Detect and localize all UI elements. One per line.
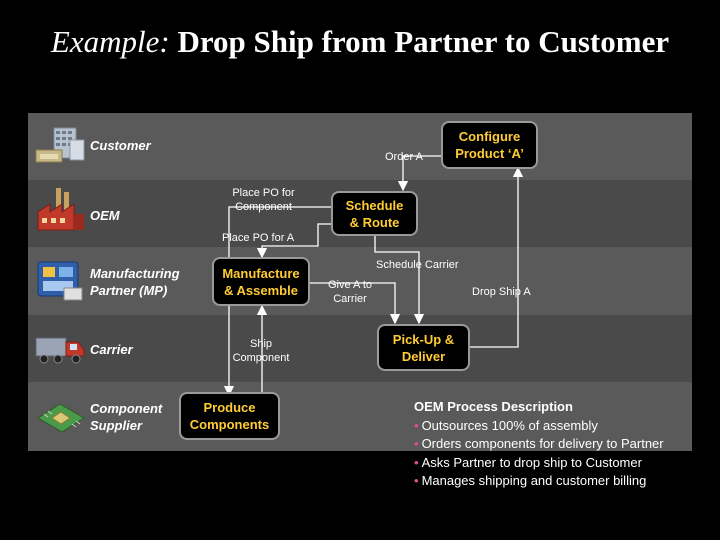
manufacturing-icon <box>37 261 83 301</box>
configure-product-box: Configure Product ‘A’ <box>441 121 538 169</box>
label-give-a: Give A to Carrier <box>327 279 373 305</box>
lane-carrier <box>28 315 692 382</box>
produce-components-box: Produce Components <box>179 392 280 440</box>
connector-po-component <box>223 206 331 397</box>
process-description: OEM Process Description •Outsources 100%… <box>414 398 664 491</box>
connector-give-a <box>310 282 401 325</box>
bullet-icon: • <box>414 417 419 433</box>
description-bullet: •Asks Partner to drop ship to Customer <box>414 454 642 470</box>
connector-drop-ship <box>470 166 524 348</box>
label-schedule-carrier: Schedule Carrier <box>376 259 459 271</box>
bullet-icon: • <box>414 473 419 488</box>
factory-icon <box>37 188 84 231</box>
slide-title: Example: Drop Ship from Partner to Custo… <box>0 24 720 60</box>
connector-order-a <box>397 155 441 192</box>
lane-component-supplier <box>28 382 692 451</box>
lane-label-carrier: Carrier <box>90 342 133 357</box>
lane-manufacturing-partner <box>28 247 692 315</box>
lane-label-manufacturing-partner: Manufacturing Partner (MP) <box>90 266 180 298</box>
description-bullet: •Manages shipping and customer billing <box>414 473 647 488</box>
connector-po-a <box>256 223 331 259</box>
label-place-po-component: Place PO for Component <box>232 187 295 213</box>
title-main: Drop Ship from Partner to Customer <box>177 24 670 59</box>
lane-label-oem: OEM <box>90 208 120 223</box>
manufacture-assemble-box: Manufacture & Assemble <box>212 257 310 306</box>
lane-customer <box>28 113 692 180</box>
pickup-deliver-box: Pick-Up & Deliver <box>377 324 470 371</box>
buildings-icon <box>35 127 85 163</box>
lane-label-component-supplier: Component Supplier <box>90 401 163 433</box>
title-italic: Example: <box>50 24 170 59</box>
bullet-icon: • <box>414 454 419 470</box>
bullet-icon: • <box>414 436 419 451</box>
label-place-po-a: Place PO for A <box>222 232 295 244</box>
lane-label-customer: Customer <box>90 138 151 153</box>
truck-icon <box>35 337 85 364</box>
description-bullet: •Orders components for delivery to Partn… <box>414 436 664 451</box>
description-heading: OEM Process Description <box>414 399 573 414</box>
label-drop-ship: Drop Ship A <box>472 286 531 298</box>
chip-icon <box>37 403 85 433</box>
label-order-a: Order A <box>385 151 423 163</box>
label-ship-component: Ship Component <box>232 338 290 364</box>
schedule-route-box: Schedule & Route <box>331 191 418 236</box>
connector-schedule-carrier <box>374 236 425 325</box>
description-bullet: •Outsources 100% of assembly <box>414 417 598 433</box>
